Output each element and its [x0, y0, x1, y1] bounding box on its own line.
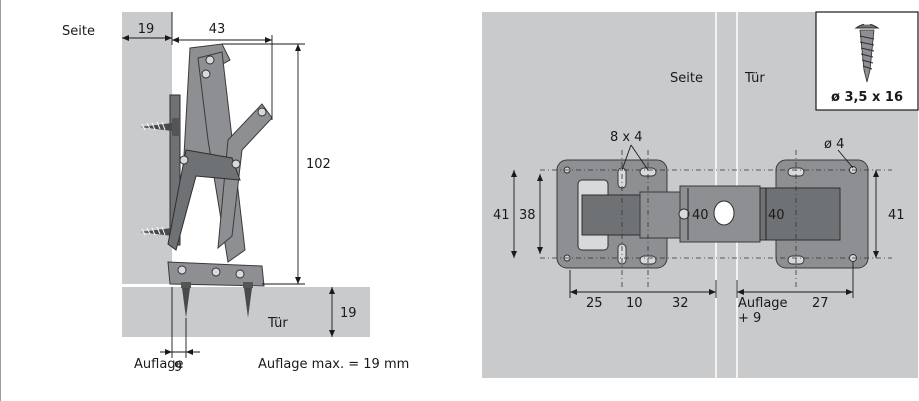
slot-label: 8 x 4	[610, 130, 643, 145]
overlay-max-note: Auflage max. = 19 mm	[258, 357, 409, 372]
screw-size-label: ø 3,5 x 16	[831, 90, 903, 105]
dim-side-thickness: 19	[138, 22, 155, 37]
panel-gap	[122, 284, 172, 287]
hinge-arm-front	[581, 194, 643, 236]
dim-hinge-depth: 43	[209, 22, 226, 37]
dim-door-thickness: 19	[340, 306, 357, 321]
cabinet-side-panel	[122, 12, 172, 284]
right-plate-arm	[759, 187, 841, 241]
screw-upper-side	[140, 118, 180, 136]
center-hole	[713, 200, 735, 226]
dim-10: 10	[626, 296, 643, 311]
left-overlay-label: Auflage	[134, 357, 184, 372]
adjust-screw	[678, 208, 690, 220]
left-overlay-value: 9	[174, 360, 182, 375]
screw-door-left	[181, 282, 191, 318]
dim-25: 25	[586, 296, 603, 311]
pivot-8	[235, 269, 245, 279]
hole-label: ø 4	[824, 137, 844, 152]
left-side-label: Seite	[62, 24, 95, 39]
pivot-5	[231, 159, 241, 169]
pivot-2	[201, 69, 211, 79]
pivot-3	[257, 107, 267, 117]
left-section-view: 19 43 102 19 Seite Tür Auflage 9 Auflage…	[62, 12, 409, 375]
pivot-6	[177, 265, 187, 275]
right-overlay-value: + 9	[738, 311, 761, 326]
right-side-label: Seite	[670, 71, 703, 86]
dim-27: 27	[812, 296, 829, 311]
hinge-arm-lower	[167, 149, 241, 251]
hinge-arm-rear	[217, 103, 273, 250]
left-door-label: Tür	[267, 316, 288, 331]
dim-hinge-height: 102	[306, 157, 331, 172]
screw-spec-box: ø 3,5 x 16	[815, 11, 919, 111]
dim-center-right: 40	[768, 208, 785, 223]
dim-left-inner: 38	[519, 208, 536, 223]
screw-door-right	[243, 282, 253, 318]
dim-32: 32	[672, 296, 689, 311]
pivot-1	[205, 55, 215, 65]
pivot-4	[179, 155, 189, 165]
right-door-label: Tür	[744, 71, 765, 86]
screw-icon	[854, 23, 880, 83]
pivot-7	[211, 267, 221, 277]
right-overlay-label: Auflage	[738, 296, 788, 311]
dim-center-left: 40	[692, 208, 709, 223]
dim-right-outer: 41	[888, 208, 905, 223]
dim-left-outer: 41	[493, 208, 510, 223]
